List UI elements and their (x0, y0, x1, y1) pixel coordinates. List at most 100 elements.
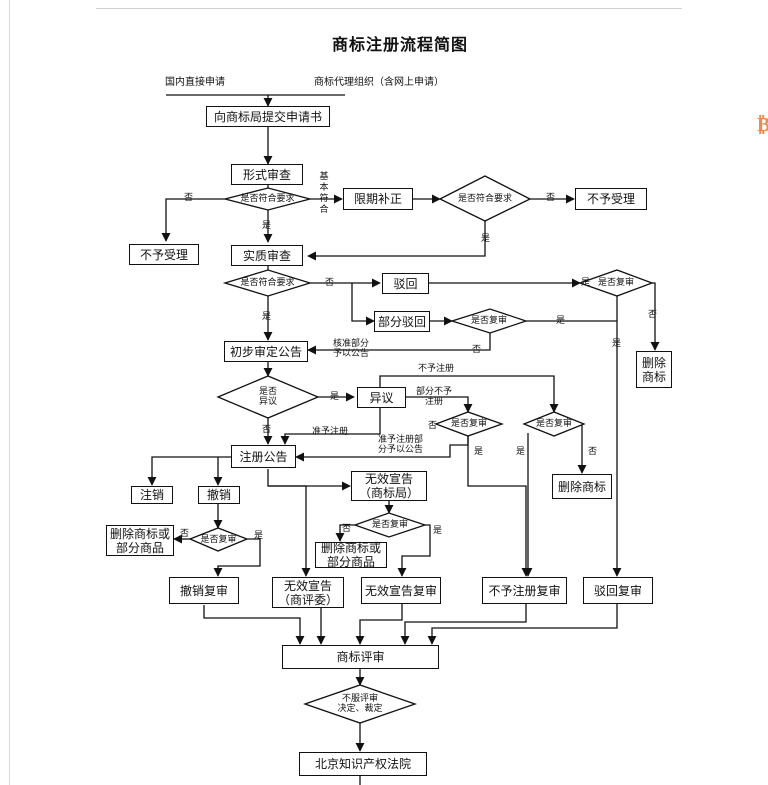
decision-meets-2: 是否符合要求 (457, 193, 512, 204)
label-no-r3: 否 (428, 421, 438, 431)
conn-reg-invalid (267, 469, 351, 491)
label-yes-r6: 是 (433, 526, 443, 536)
conn-invalidreview-board (355, 604, 403, 645)
box-formal-review: 形式审查 (231, 164, 303, 185)
chart-title: 商标注册流程简图 (331, 35, 468, 54)
conn-opp-notreg (379, 375, 559, 413)
top-rule (96, 8, 682, 9)
box-cancel-reg: 注销 (131, 486, 173, 504)
decision-review-3-shape (434, 411, 504, 437)
box-court: 北京知识产权法院 (299, 752, 427, 776)
label-no-r6: 否 (342, 524, 352, 534)
label-yes-1: 是 (262, 221, 272, 231)
box-prelim-notice: 初步审定公告 (224, 341, 308, 362)
page-edge (9, 0, 10, 785)
decision-disagree-shape (303, 684, 417, 724)
label-approve-reg: 准予注册 (312, 427, 349, 437)
label-no-2: 否 (546, 193, 556, 203)
box-substantive: 实质审查 (231, 245, 303, 266)
box-revoke: 撤销 (198, 486, 240, 504)
conn-opp-partialnot (406, 396, 473, 413)
label-no-1: 否 (184, 193, 194, 203)
decision-review-6-shape (353, 512, 428, 538)
label-yes-r5: 是 (254, 531, 264, 541)
decision-review-2: 是否复审 (470, 316, 507, 326)
box-reject-review: 驳回复审 (583, 577, 653, 604)
conn-revokereview-board (203, 605, 305, 645)
box-delete-partial: 删除商标或 部分商品 (106, 525, 174, 556)
label-yes-2: 是 (481, 234, 491, 244)
label-no-obj: 否 (262, 425, 272, 435)
conn-r6-revokereview (213, 538, 261, 577)
label-no-3: 否 (325, 278, 335, 288)
source-agent: 商标代理组织（含网上申请） (314, 77, 444, 88)
decision-review-4-shape (522, 411, 586, 437)
conn-r-invalidreview (397, 524, 431, 577)
box-revoke-review: 撤销复审 (169, 577, 239, 604)
label-no-r2: 否 (472, 345, 482, 355)
corner-deco: ₿ (757, 112, 768, 136)
label-approve-reg-partial: 准予注册部 分予以公告 (378, 435, 424, 455)
decision-review-5: 是否复审 (200, 534, 237, 545)
conn-noreg-board (400, 604, 527, 645)
conn-opp-approve (280, 408, 381, 445)
conn-r3-noreg (467, 434, 531, 577)
label-yes-r4: 是 (516, 447, 526, 457)
conn-d3-partial (351, 283, 375, 326)
decision-meets-2-shape (438, 175, 532, 222)
box-correction: 限期补正 (343, 188, 413, 210)
decision-objection: 是否 异议 (258, 387, 277, 407)
label-no-r5: 否 (180, 529, 190, 539)
conn-r-delete (335, 524, 355, 542)
decision-review-1: 是否复审 (597, 278, 634, 288)
box-delete-mark-partial: 删除商标或 部分商品 (315, 541, 387, 569)
label-approve-partial: 核准部分 予以公告 (333, 339, 370, 359)
box-board-review: 商标评审 (282, 645, 439, 669)
label-yes-obj: 是 (330, 392, 340, 402)
decision-meets-3: 是否符合要求 (240, 278, 295, 288)
box-delete-mark-left: 删除 商标 (636, 351, 672, 388)
label-no-r4: 否 (588, 447, 598, 457)
box-invalid-review: 无效宣告复审 (361, 577, 441, 604)
conn-d2-substantive (307, 221, 486, 261)
conn-reg-cancel (147, 456, 240, 486)
decision-disagree: 不服评审 决定、裁定 (337, 694, 383, 714)
box-opposition: 异议 (357, 387, 406, 408)
box-reject-left: 不予受理 (129, 244, 199, 265)
box-invalid-board: 无效宣告 （商评委） (272, 577, 344, 608)
decision-objection-shape (216, 375, 320, 419)
label-no-r1: 否 (648, 310, 658, 320)
label-yes-r1: 是 (581, 278, 591, 288)
decision-review-2-shape (449, 308, 529, 334)
decision-review-6: 是否复审 (371, 520, 408, 530)
box-reject-right: 不予受理 (575, 188, 647, 210)
box-reg-notice: 注册公告 (231, 445, 296, 468)
label-basic-meets: 基本符合 (319, 172, 329, 215)
decision-meets-3-shape (222, 269, 313, 297)
decision-review-3: 是否复审 (450, 419, 487, 429)
conn-reg-invalidboard (268, 485, 311, 577)
box-partial-rejection: 部分驳回 (374, 311, 430, 332)
box-no-reg-review: 不予注册复审 (482, 577, 567, 604)
conn-rejectreview-board (427, 604, 618, 645)
label-yes-3: 是 (262, 312, 272, 322)
box-submit: 向商标局提交申请书 (206, 106, 330, 127)
decision-review-1-shape (578, 269, 654, 297)
decision-review-4: 是否复审 (535, 419, 572, 429)
conn-d1-reject (161, 198, 225, 242)
source-direct: 国内直接申请 (165, 77, 225, 88)
label-yes-r3: 是 (474, 447, 484, 457)
box-invalid-office: 无效宣告 （商标局） (351, 471, 427, 501)
label-yes-r1b: 是 (612, 339, 622, 349)
box-rejection: 驳回 (382, 273, 429, 294)
decision-meets-1-shape (224, 187, 313, 211)
decision-meets-1: 是否符合要求 (240, 194, 295, 204)
box-delete-mark-mid: 删除商标 (552, 474, 612, 499)
label-partial-not: 部分不予 注册 (416, 387, 453, 407)
conn-r2-prelim (307, 333, 491, 355)
label-yes-r2: 是 (556, 316, 566, 326)
decision-review-5-shape (188, 527, 249, 552)
label-not-register: 不予注册 (418, 364, 455, 374)
